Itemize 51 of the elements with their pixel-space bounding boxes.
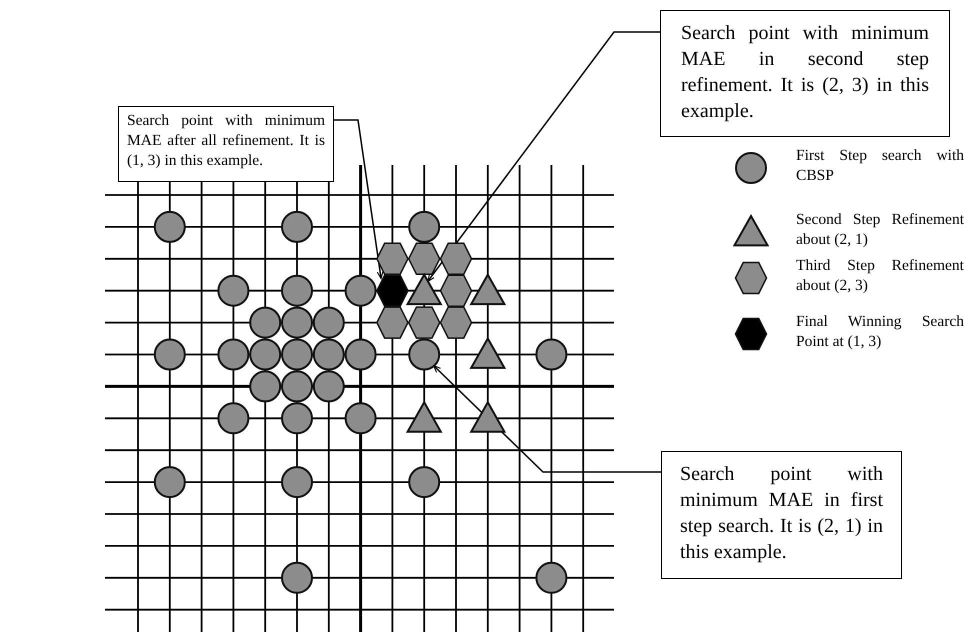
search-point-circle <box>217 402 250 434</box>
legend-text: Final Winning Search Point at (1, 3) <box>796 312 964 352</box>
legend-text: Third Step Refinement about (2, 3) <box>796 256 964 296</box>
callout-box: Search point with minimum MAE in second step refinement. It is (2, 3) in this example. <box>660 10 950 137</box>
search-point-triangle <box>406 272 443 306</box>
search-point-circle <box>281 338 313 370</box>
search-point-circle <box>281 370 313 402</box>
search-point-hexagon <box>440 274 472 307</box>
search-point-circle <box>281 274 313 307</box>
search-point-circle <box>249 306 282 339</box>
search-point-circle <box>281 306 313 339</box>
search-point-hexagon <box>440 306 472 339</box>
search-point-circle <box>281 562 313 594</box>
search-point-triangle <box>406 400 443 433</box>
search-point-hexagon <box>408 242 441 276</box>
leader-line <box>432 364 661 473</box>
legend-text: Second Step Refinement about (2, 1) <box>796 210 964 250</box>
search-point-circle <box>281 466 313 498</box>
leader-line <box>427 31 660 282</box>
search-point-circle <box>408 210 440 243</box>
search-point-circle <box>281 210 313 243</box>
legend-text: First Step search with CBSP <box>796 146 964 186</box>
search-point-circle <box>154 466 186 498</box>
search-point-hexagon <box>376 306 409 339</box>
search-point-triangle <box>469 400 506 433</box>
search-point-circle <box>408 466 440 498</box>
search-point-circle <box>344 274 377 307</box>
callout-box: Search point with minimum MAE after all refinement. It is (1, 3) in this example. <box>118 106 334 182</box>
search-point-circle <box>312 306 345 339</box>
search-point-hexagon <box>440 242 472 276</box>
search-point-circle <box>249 338 282 370</box>
search-point-circle <box>535 562 568 594</box>
search-point-circle <box>312 370 345 402</box>
leader-line <box>334 119 384 280</box>
search-point-triangle <box>469 336 506 369</box>
search-point-hexagon <box>408 306 441 339</box>
search-point-triangle <box>469 272 506 306</box>
search-point-circle <box>344 338 377 370</box>
search-point-circle <box>249 370 282 402</box>
search-point-circle <box>312 338 345 370</box>
search-point-circle <box>344 402 377 434</box>
callout-box: Search point with minimum MAE in first step search. It is (2, 1) in this example. <box>661 451 902 579</box>
search-point-circle <box>154 338 186 370</box>
search-point-hexagon <box>376 242 409 276</box>
winning-point-hexagon <box>376 274 409 307</box>
search-point-circle <box>408 338 440 370</box>
search-point-circle <box>154 210 186 243</box>
search-point-circle <box>535 338 568 370</box>
search-point-circle <box>281 402 313 434</box>
search-point-circle <box>217 338 250 370</box>
search-point-circle <box>217 274 250 307</box>
